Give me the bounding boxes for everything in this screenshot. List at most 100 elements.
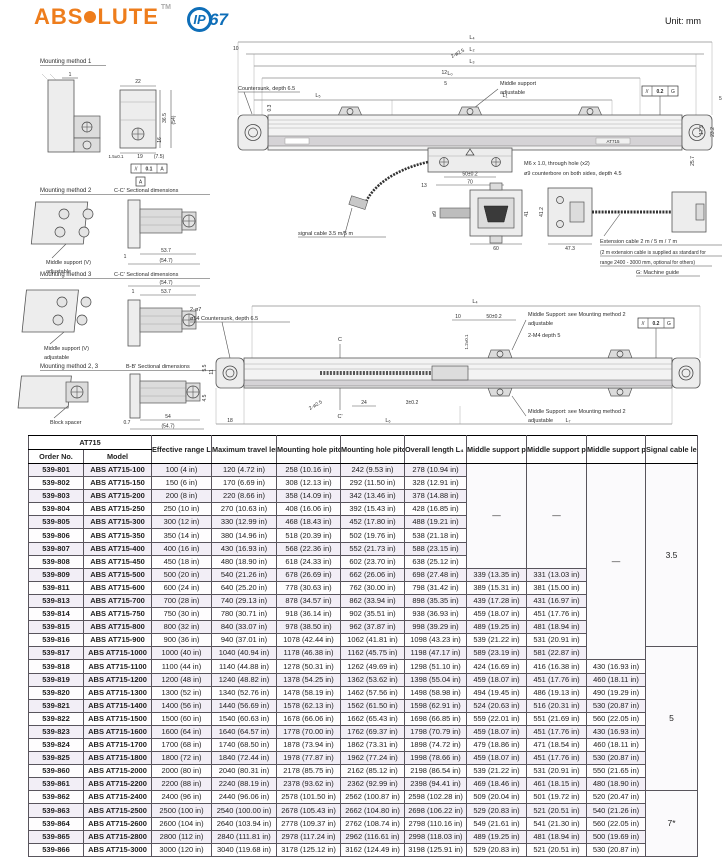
cell-overall-length: 2398 (94.41 in) [404, 777, 467, 792]
cell-overall-length: 1398 (55.04 in) [404, 672, 467, 687]
cell-support-l7: 520 (20.47 in) [586, 790, 646, 805]
cell-order-no: 539-809 [28, 567, 84, 582]
cell-hole-pitch-l3: 1662 (65.43 in) [340, 711, 405, 726]
cell-overall-length: 1998 (78.66 in) [404, 751, 467, 766]
cell-order-no: 539-864 [28, 816, 84, 831]
cell-support-l5: 529 (20.83 in) [466, 842, 527, 857]
cell-support-l7: 460 (18.11 in) [586, 737, 646, 753]
cell-hole-pitch-l2: 1878 (73.94 in) [276, 737, 341, 753]
scale2-tol-datum: G [667, 321, 671, 327]
cell-support-l5: 494 (19.45 in) [466, 685, 527, 700]
scale2-section-c-bottom: C' [337, 414, 342, 420]
cell-support-l6: 451 (17.76 in) [526, 672, 587, 687]
mounting2-support-label: Middle support (V) [46, 260, 91, 266]
cell-support-l5: 439 (17.28 in) [466, 593, 527, 609]
cell-support-l6: 581 (22.87 in) [526, 646, 587, 661]
column-header-6: Overall length L₄ (mm) [404, 435, 467, 464]
mounting2-dim-53-7: 53.7 [161, 248, 171, 254]
cell-hole-pitch-l2: 678 (26.69 in) [276, 567, 341, 582]
cell-effective-range: 900 (36 in) [151, 633, 212, 648]
cell-effective-range: 1600 (64 in) [151, 724, 212, 739]
extension-cable-note-1: (2 m extension cable is supplied as stan… [600, 250, 706, 256]
cell-effective-range: 700 (28 in) [151, 593, 212, 609]
cell-support-l6: 381 (15.00 in) [526, 580, 587, 595]
cell-model: ABS AT715-350 [83, 528, 152, 543]
mounting23-block-spacer-label: Block spacer [50, 420, 82, 426]
cell-support-l6: 431 (16.97 in) [526, 593, 587, 609]
cell-overall-length: 1898 (74.72 in) [404, 737, 467, 753]
cell-max-travel: 2040 (80.31 in) [211, 764, 277, 779]
cell-order-no: 539-824 [28, 737, 84, 753]
brand-text-post: LUTE [97, 4, 159, 29]
cell-effective-range: 1000 (40 in) [151, 646, 212, 661]
cell-overall-length: 278 (10.94 in) [404, 462, 467, 478]
head-dim-50: 50±0.2 [462, 172, 477, 178]
cell-effective-range: 1400 (56 in) [151, 698, 212, 713]
cell-order-no: 539-817 [28, 646, 84, 661]
cell-overall-length: 938 (36.93 in) [404, 607, 467, 622]
cell-hole-pitch-l3: 2162 (85.12 in) [340, 764, 405, 779]
cell-max-travel: 1540 (60.63 in) [211, 711, 277, 726]
scale2-support-note-bottom-1: Middle Support: see Mounting method 2 [528, 409, 626, 415]
cell-support-l5: 339 (13.35 in) [466, 567, 527, 582]
column-header-9: Middle support positions L₇ (mm) [586, 435, 646, 464]
cell-hole-pitch-l2: 2378 (93.62 in) [276, 777, 341, 792]
ip-rating-number: 67 [209, 9, 228, 29]
cell-hole-pitch-l2: 1578 (62.13 in) [276, 698, 341, 713]
scale2-dim-3: 3±0.2 [406, 400, 419, 406]
cell-support-l5: 424 (16.69 in) [466, 659, 527, 674]
cell-overall-length: 1798 (70.79 in) [404, 724, 467, 739]
cell-hole-pitch-l3: 1562 (61.50 in) [340, 698, 405, 713]
cell-support-l5: 459 (18.07 in) [466, 672, 527, 687]
cell-overall-length: 2198 (86.54 in) [404, 764, 467, 779]
cell-support-l6: 551 (21.69 in) [526, 711, 587, 726]
mounting3-dim-54-7: (54.7) [159, 280, 172, 286]
cell-support-l7: 550 (21.65 in) [586, 764, 646, 779]
scale2-dim-1-2: 1.2±0.1 [464, 334, 469, 349]
cell-overall-length: 3198 (125.91 in) [404, 842, 467, 857]
cell-support-l5: 459 (18.07 in) [466, 607, 527, 622]
cell-hole-pitch-l2: 408 (16.06 in) [276, 502, 341, 517]
scale2-dim-11: 11 [209, 369, 215, 374]
cell-overall-length: 1698 (66.85 in) [404, 711, 467, 726]
cell-hole-pitch-l2: 2578 (101.50 in) [276, 790, 341, 805]
cell-hole-pitch-l2: 568 (22.36 in) [276, 541, 341, 556]
cell-model: ABS AT715-1500 [83, 711, 152, 726]
scale2-dim-10: 10 [455, 314, 461, 320]
cell-model: ABS AT715-750 [83, 607, 152, 622]
cable-drawings: signal cable 3.5 m/5 m ø9 60 41 41.2 47.… [298, 160, 722, 277]
cell-support-l5: 539 (21.22 in) [466, 633, 527, 648]
cell-signal-cable: 5 [645, 646, 698, 792]
unit-label: Unit: mm [665, 16, 701, 26]
mounting1-tol-symbol: // [135, 167, 138, 173]
mounting1-dim-7-5: (7.5) [154, 154, 165, 160]
scale1-adjustable-label: adjustable [500, 90, 525, 96]
brand-o-ring-icon [84, 11, 97, 23]
cell-order-no: 539-861 [28, 777, 84, 792]
cell-hole-pitch-l3: 1962 (77.24 in) [340, 751, 405, 766]
column-header-2: Effective range L₀ (mm) [151, 435, 212, 464]
cell-hole-pitch-l3: 2662 (104.80 in) [340, 803, 405, 818]
cell-max-travel: 2640 (103.94 in) [211, 816, 277, 831]
cell-max-travel: 1340 (52.76 in) [211, 685, 277, 700]
column-header-5: Mounting hole pitch L₃ (mm) [340, 435, 405, 464]
cell-model: ABS AT715-300 [83, 515, 152, 530]
cell-order-no: 539-805 [28, 515, 84, 530]
cell-effective-range: 1100 (44 in) [151, 659, 212, 674]
cell-hole-pitch-l3: 1362 (53.62 in) [340, 672, 405, 687]
cell-effective-range: 1200 (48 in) [151, 672, 212, 687]
cell-order-no: 539-814 [28, 607, 84, 622]
cell-hole-pitch-l3: 1462 (57.56 in) [340, 685, 405, 700]
cell-overall-length: 428 (16.85 in) [404, 502, 467, 517]
extension-cable-note-2: range 2400 - 3000 mm, optional for other… [600, 260, 695, 266]
cell-overall-length: 2998 (118.03 in) [404, 829, 467, 844]
